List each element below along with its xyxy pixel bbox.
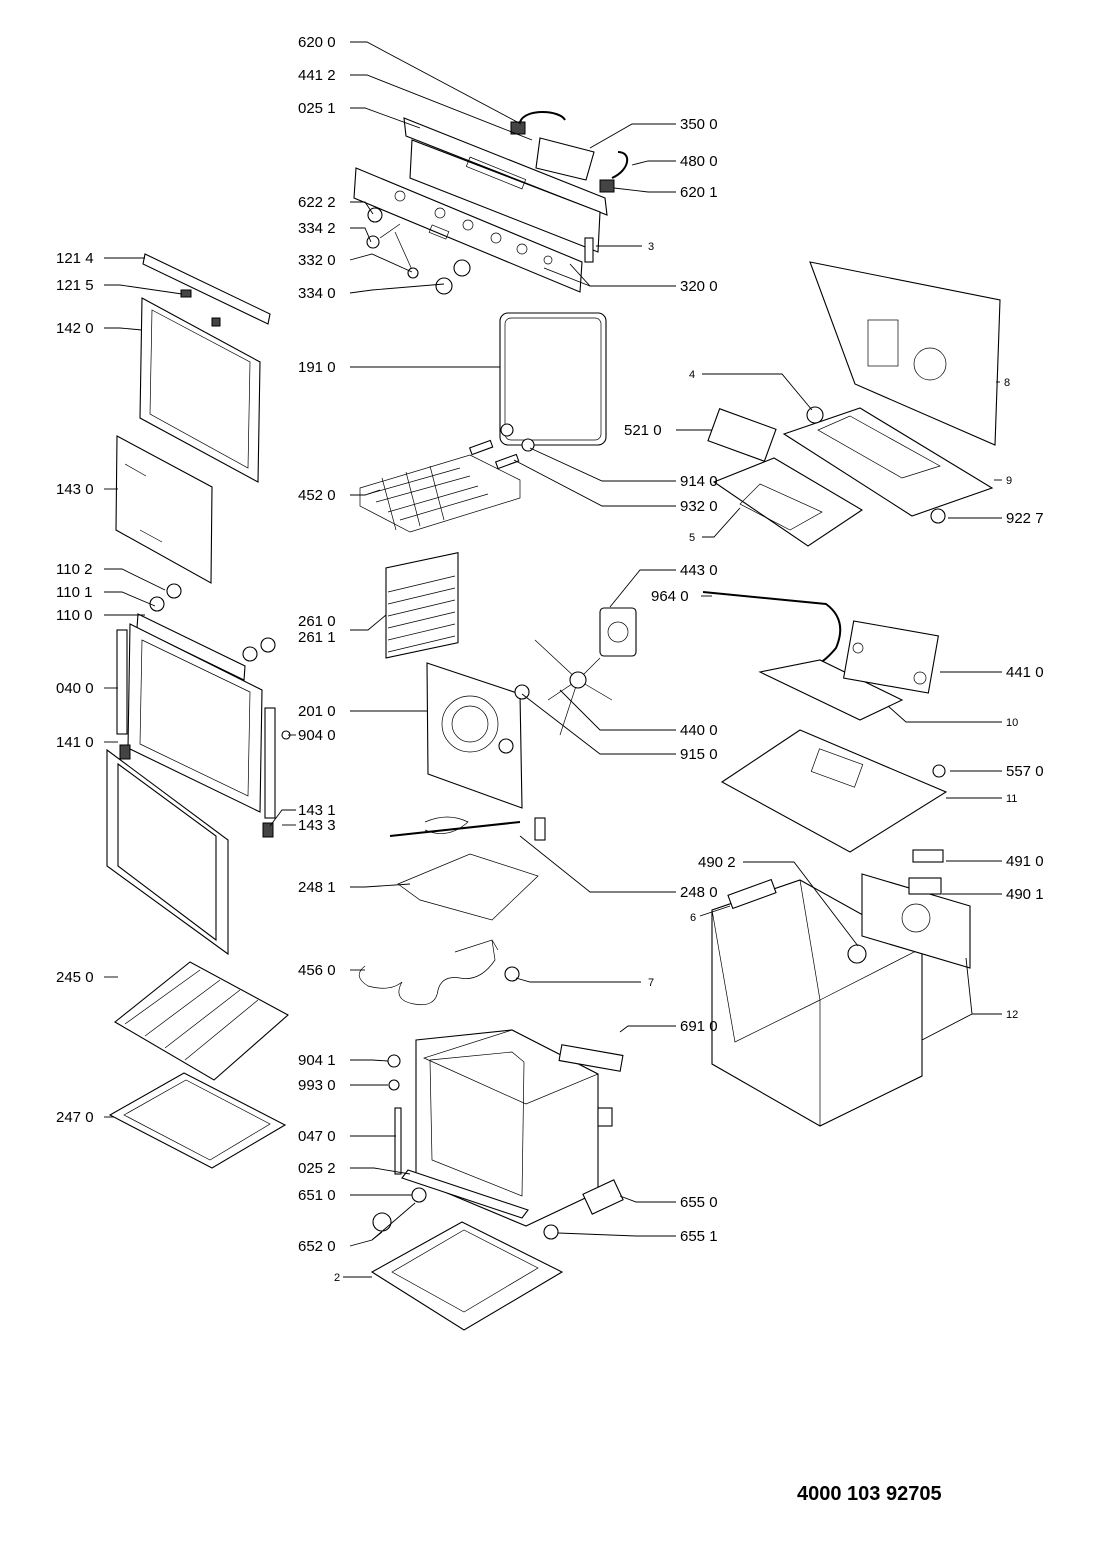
callout-3: 3 (648, 241, 654, 253)
cooling-fan (702, 591, 940, 721)
callout-7: 7 (648, 977, 654, 989)
callout-655-1: 655 1 (680, 1228, 718, 1245)
fan-motor (514, 607, 637, 736)
callout-915-0: 915 0 (680, 746, 718, 763)
callout-247-0: 247 0 (56, 1109, 94, 1126)
side-rack (385, 551, 459, 659)
callout-480-0: 480 0 (680, 153, 718, 170)
callout-025-2: 025 2 (298, 1160, 336, 1177)
callout-143-0: 143 0 (56, 481, 94, 498)
callout-456-0: 456 0 (298, 962, 336, 979)
callout-652-0: 652 0 (298, 1238, 336, 1255)
callout-10: 10 (1006, 717, 1018, 729)
callout-121-5: 121 5 (56, 277, 94, 294)
callout-691-0: 691 0 (680, 1018, 718, 1035)
callout-11: 11 (1006, 793, 1017, 805)
callout-620-0: 620 0 (298, 34, 336, 51)
callout-248-0: 248 0 (680, 884, 718, 901)
callout-261-0: 261 0 (298, 613, 336, 630)
callout-110-1: 110 1 (56, 584, 92, 601)
fan-cover (426, 662, 523, 809)
callout-025-1: 025 1 (298, 100, 336, 117)
callout-964-0: 964 0 (651, 588, 689, 605)
callout-labels: 620 0 441 2 025 1 350 0 480 0 620 1 622 … (56, 34, 1044, 1284)
callout-12: 12 (1006, 1009, 1018, 1021)
callout-932-0: 932 0 (680, 498, 718, 515)
callout-047-0: 047 0 (298, 1128, 336, 1145)
callout-142-0: 142 0 (56, 320, 94, 337)
callout-110-0: 110 0 (56, 607, 92, 624)
callout-121-4: 121 4 (56, 250, 94, 267)
callout-143-3: 143 3 (298, 817, 336, 834)
bottom-base-plate (370, 1221, 564, 1331)
callout-922-7: 922 7 (1006, 510, 1044, 527)
callout-440-0: 440 0 (680, 722, 718, 739)
callout-441-2: 441 2 (298, 67, 336, 84)
baking-tray (108, 1072, 287, 1169)
top-insulation-plate (720, 729, 948, 853)
callout-040-0: 040 0 (56, 680, 94, 697)
lower-heating-element (358, 939, 520, 1006)
document-number: 4000 103 92705 (797, 1483, 942, 1505)
callout-261-1: 261 1 (298, 629, 336, 646)
callout-334-0: 334 0 (298, 285, 336, 302)
callout-443-0: 443 0 (680, 562, 718, 579)
callout-993-0: 993 0 (298, 1077, 336, 1094)
callout-201-0: 201 0 (298, 703, 336, 720)
rotisserie-and-grill (389, 816, 546, 921)
callout-6: 6 (690, 912, 696, 924)
callout-904-0: 904 0 (298, 727, 336, 744)
callout-248-1: 248 1 (298, 879, 336, 896)
leader-lines (104, 41, 1002, 1278)
outer-casing (711, 849, 971, 1127)
callout-491-0: 491 0 (1006, 853, 1044, 870)
callout-332-0: 332 0 (298, 252, 336, 269)
callout-110-2: 110 2 (56, 561, 92, 578)
callout-143-1: 143 1 (298, 802, 336, 819)
door-assembly (106, 253, 291, 956)
callout-141-0: 141 0 (56, 734, 94, 751)
callout-904-1: 904 1 (298, 1052, 336, 1069)
door-gasket (499, 312, 607, 446)
callout-5: 5 (689, 532, 695, 544)
callout-452-0: 452 0 (298, 487, 336, 504)
callout-320-0: 320 0 (680, 278, 718, 295)
callout-441-0: 441 0 (1006, 664, 1044, 681)
rear-top-panels (707, 261, 1001, 547)
callout-4: 4 (689, 369, 695, 381)
callout-557-0: 557 0 (1006, 763, 1044, 780)
oven-shelf (114, 961, 289, 1081)
callout-8: 8 (1004, 377, 1010, 389)
callout-350-0: 350 0 (680, 116, 718, 133)
callout-490-2: 490 2 (698, 854, 736, 871)
callout-334-2: 334 2 (298, 220, 336, 237)
oven-cavity (372, 1029, 624, 1240)
callout-521-0: 521 0 (624, 422, 662, 439)
callout-620-1: 620 1 (680, 184, 718, 201)
callout-9: 9 (1006, 475, 1012, 487)
control-panel-assembly (353, 111, 628, 293)
callout-245-0: 245 0 (56, 969, 94, 986)
callout-914-0: 914 0 (680, 473, 718, 490)
callout-2: 2 (334, 1272, 340, 1284)
callout-490-1: 490 1 (1006, 886, 1044, 903)
callout-191-0: 191 0 (298, 359, 336, 376)
callout-651-0: 651 0 (298, 1187, 336, 1204)
callout-655-0: 655 0 (680, 1194, 718, 1211)
callout-622-2: 622 2 (298, 194, 336, 211)
